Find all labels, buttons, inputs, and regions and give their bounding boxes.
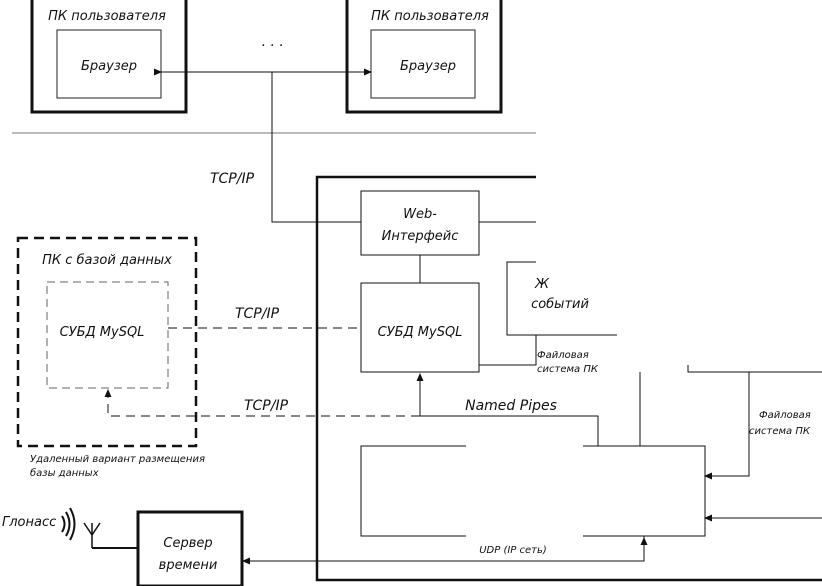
dbms-to-fs-link	[479, 335, 537, 366]
antenna-icon	[83, 522, 101, 548]
db-pc-box: ПК с базой данных СУБД MySQL	[16, 236, 198, 448]
web-interface-line2: Интерфейс	[382, 229, 459, 244]
remote-note-line1: Удаленный вариант размещения	[30, 454, 205, 465]
browser-right-label: Браузер	[400, 59, 456, 74]
udp-label: UDP (IP сеть)	[479, 545, 547, 556]
user-pc-right-title: ПК пользователя	[371, 9, 489, 24]
lower-module-left	[360, 445, 466, 537]
tcp-ip-link-top	[271, 72, 361, 223]
udp-link	[242, 536, 645, 565]
named-pipes-link	[420, 415, 599, 446]
tcp-ip-mid-label: TCP/IP	[235, 306, 280, 322]
time-server-box: Сервер времени	[136, 510, 244, 586]
browser-left-label: Браузер	[81, 59, 137, 74]
remote-note-line2: базы данных	[30, 467, 99, 479]
fs-right-line2: система ПК	[749, 426, 811, 437]
ellipsis-more-pcs: · · ·	[261, 38, 283, 54]
events-log-line1: Ж	[534, 277, 550, 292]
time-server-line1: Сервер	[163, 536, 212, 551]
glonass-label: Глонасс	[2, 515, 56, 530]
fs-to-module-arrow	[704, 403, 750, 480]
dbms-server-label: СУБД MySQL	[378, 325, 463, 340]
user-pc-left: ПК пользователя Браузер	[30, 0, 188, 114]
web-interface-line1: Web-	[403, 207, 437, 222]
user-pc-right: ПК пользователя Браузер	[345, 0, 503, 114]
dbms-server-box: СУБД MySQL	[360, 282, 480, 373]
web-interface-box: Web- Интерфейс	[360, 190, 480, 256]
lower-module-right	[583, 445, 706, 537]
time-server-line2: времени	[159, 558, 218, 573]
fs-small-line1: Файловая	[537, 350, 589, 361]
events-log-box: Ж событий	[506, 261, 617, 336]
events-log-line2: событий	[531, 297, 589, 312]
db-pc-title: ПК с базой данных	[42, 253, 172, 268]
named-pipes-label: Named Pipes	[465, 398, 557, 414]
user-pc-left-title: ПК пользователя	[48, 9, 166, 24]
tcp-ip-top-label: TCP/IP	[210, 171, 255, 187]
fs-small-line2: система ПК	[537, 364, 599, 375]
tcp-ip-low-label: TCP/IP	[244, 398, 289, 414]
fs-right-line1: Файловая	[759, 410, 811, 421]
right-fs-bracket	[687, 365, 822, 373]
db-pc-dbms-label: СУБД MySQL	[60, 325, 145, 340]
satellite-signal-icon	[61, 507, 76, 541]
server-enclosure	[315, 175, 822, 582]
